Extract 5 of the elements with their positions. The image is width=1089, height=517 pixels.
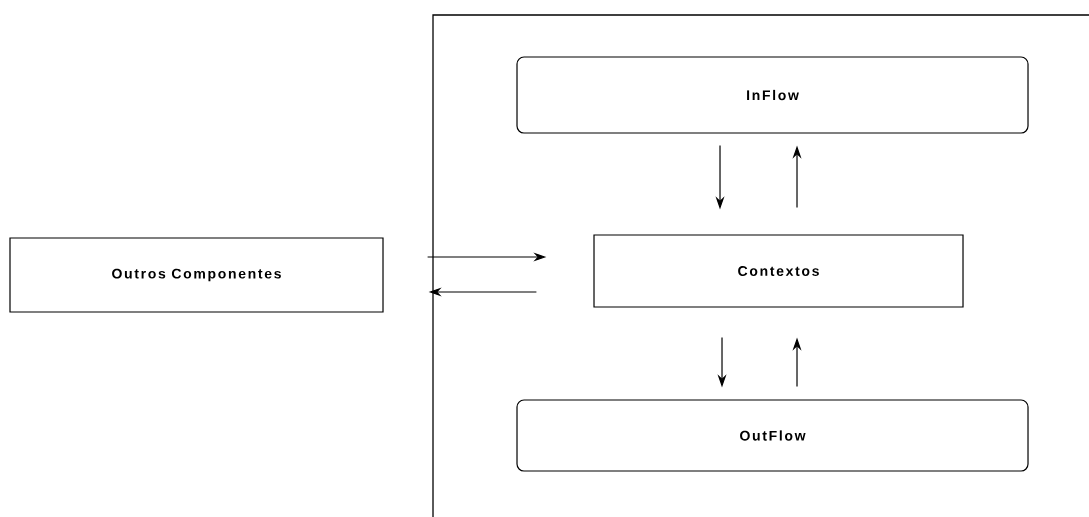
frame (432, 14, 1089, 517)
rounded-box: InFlow (516, 56, 1029, 134)
rounded-box: OutFlow (516, 399, 1029, 472)
process-box: Contextos (593, 234, 964, 308)
process-box: Outros Componentes (9, 237, 384, 313)
